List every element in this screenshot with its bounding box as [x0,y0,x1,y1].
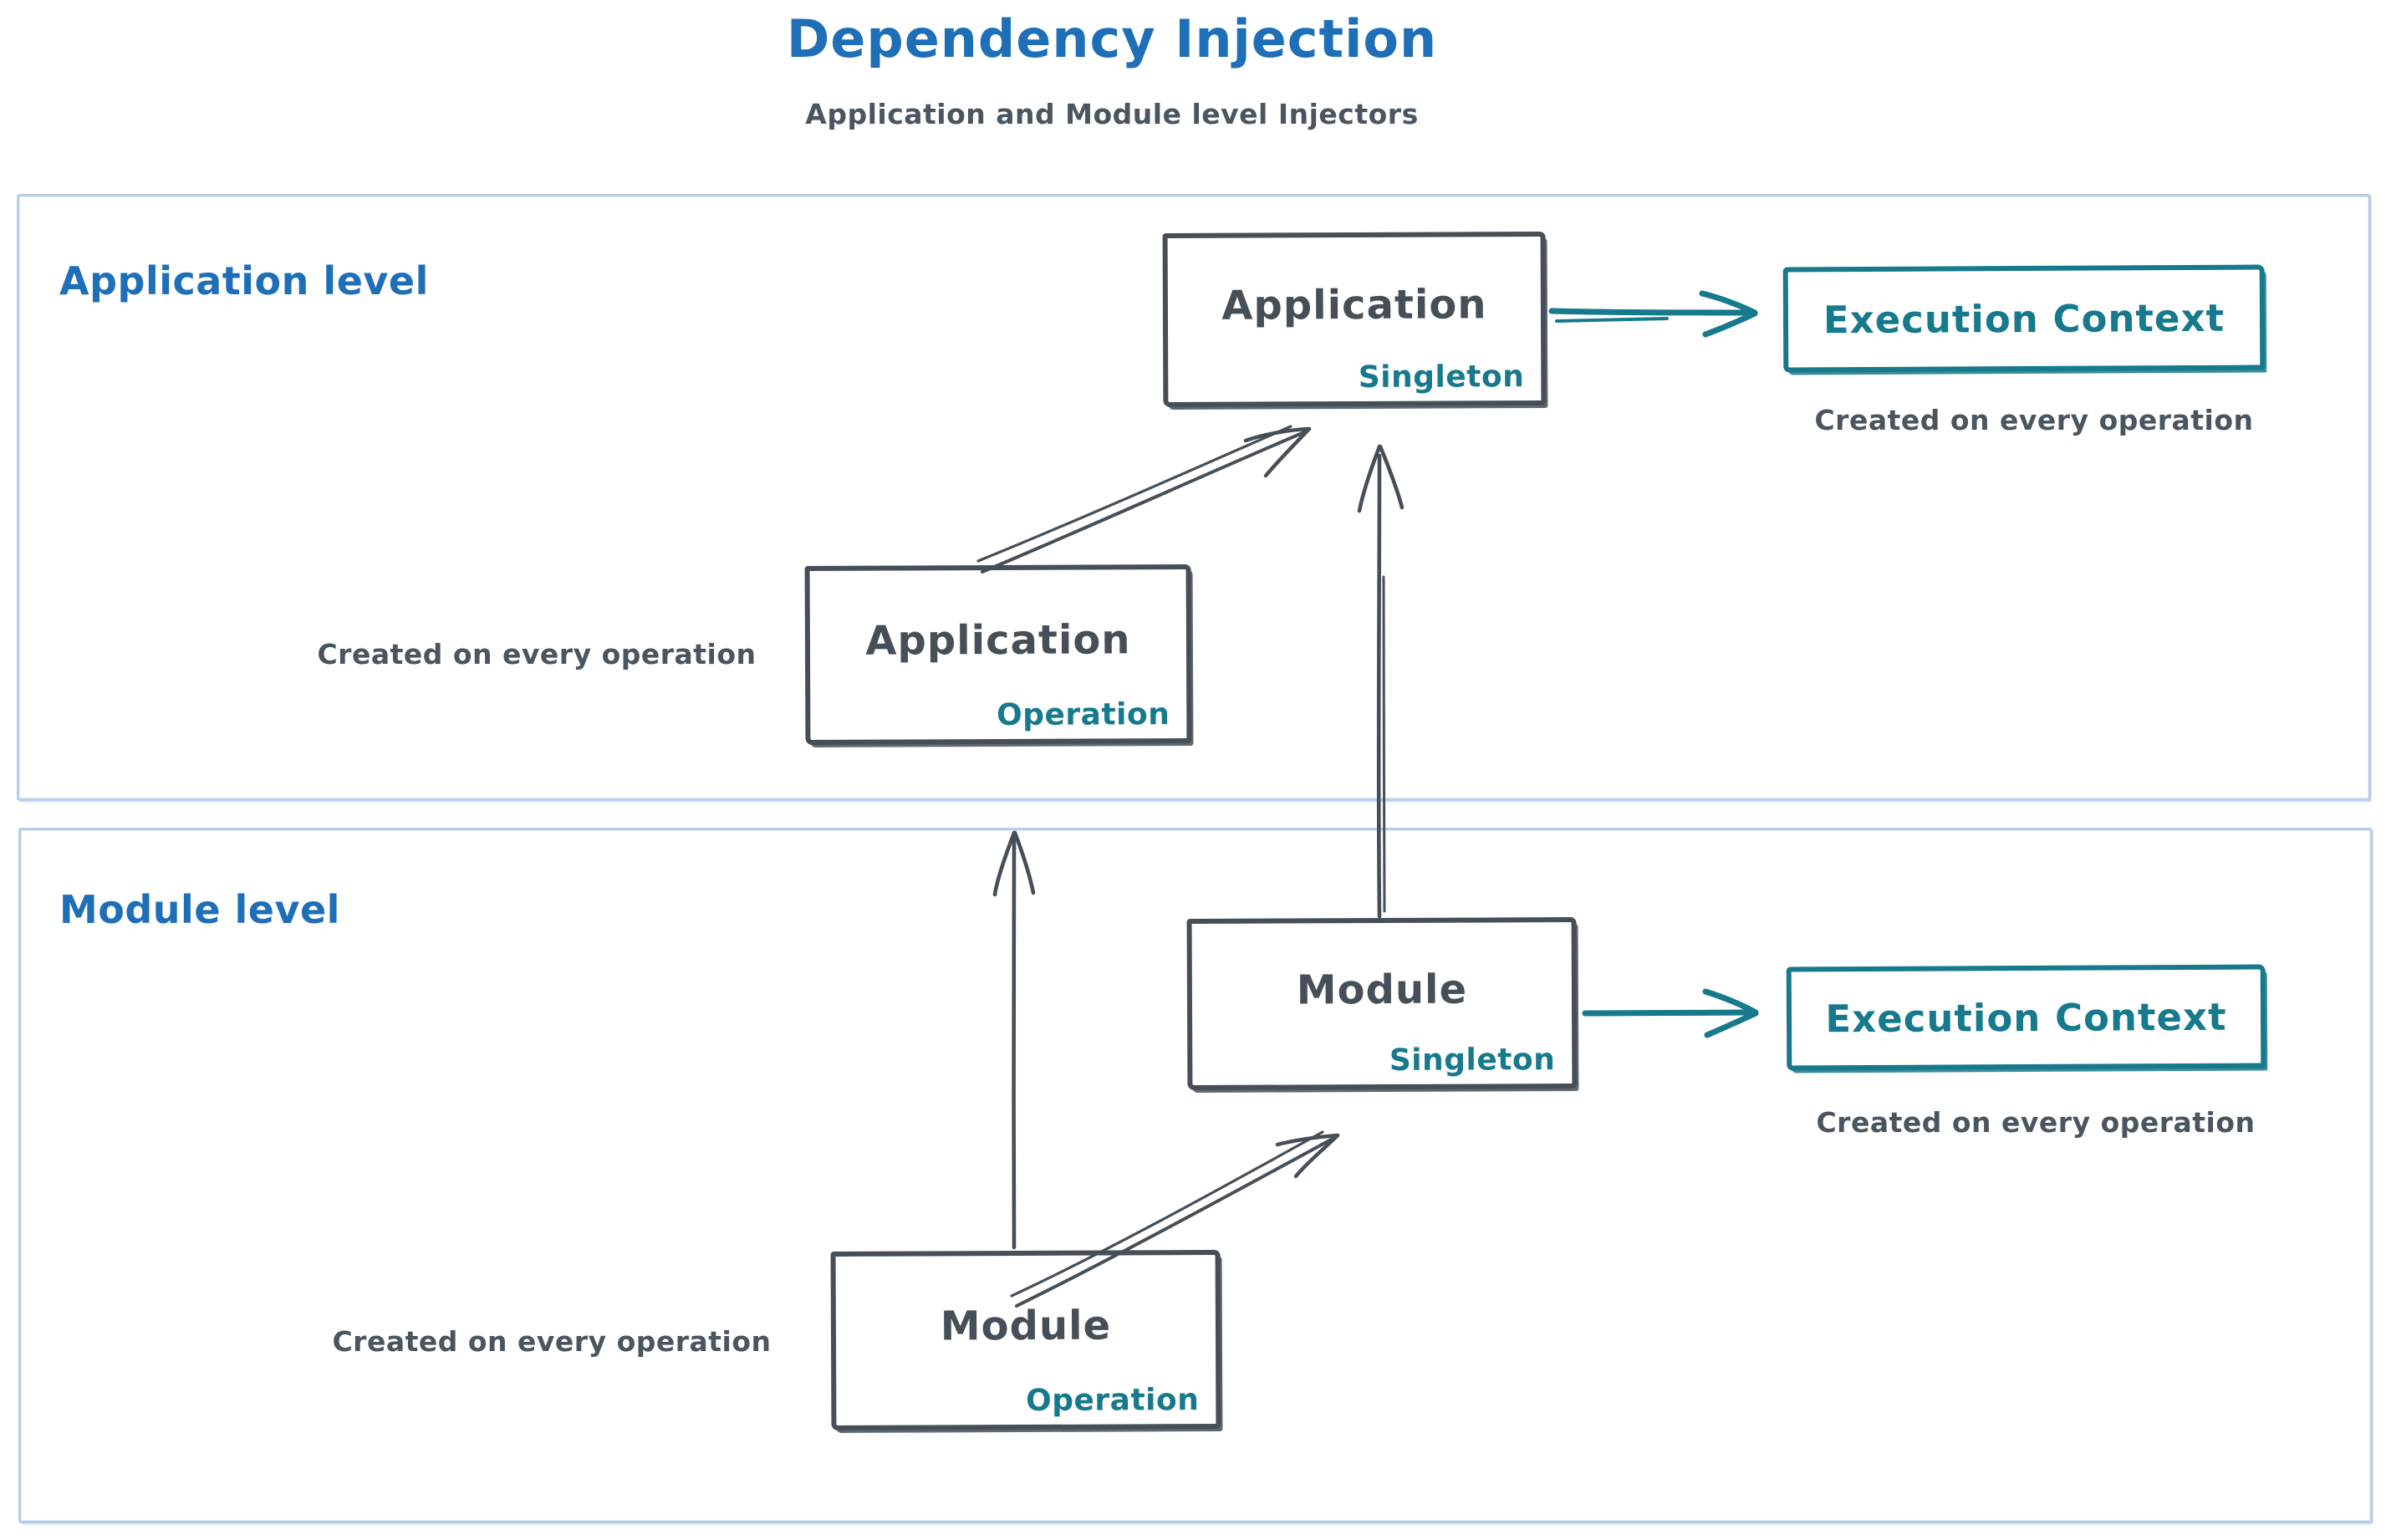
application-operation-title: Application [865,616,1131,665]
application-level-container: Application level Application Singleton … [17,194,2371,801]
module-operation-title: Module [940,1302,1112,1350]
module-level-container: Module level Module Singleton Execution … [18,828,2373,1523]
application-singleton-scope: Singleton [1358,360,1525,395]
module-singleton-box: Module Singleton [1186,916,1578,1091]
diagram-header: Dependency Injection Application and Mod… [736,8,1488,130]
application-operation-scope: Operation [996,697,1170,733]
application-singleton-box: Application Singleton [1162,232,1547,407]
application-operation-box: Application Operation [804,563,1192,746]
module-operation-scope: Operation [1025,1383,1200,1419]
application-level-label: Application level [59,258,429,303]
execution-context-label-application: Execution Context [1823,295,2225,342]
module-singleton-scope: Singleton [1389,1043,1556,1078]
execution-context-box-module: Execution Context [1786,964,2266,1071]
application-operation-note: Created on every operation [317,638,757,671]
module-operation-box: Module Operation [830,1249,1221,1431]
execution-context-note-application: Created on every operation [1814,404,2254,436]
page-subtitle: Application and Module level Injectors [805,98,1419,130]
execution-context-note-module: Created on every operation [1816,1106,2256,1139]
execution-context-box-application: Execution Context [1782,264,2266,373]
page-title: Dependency Injection [786,8,1438,69]
module-operation-note: Created on every operation [332,1325,772,1358]
module-singleton-title: Module [1296,966,1468,1013]
execution-context-label-module: Execution Context [1825,994,2227,1041]
module-level-label: Module level [59,887,340,932]
application-singleton-title: Application [1221,281,1487,329]
